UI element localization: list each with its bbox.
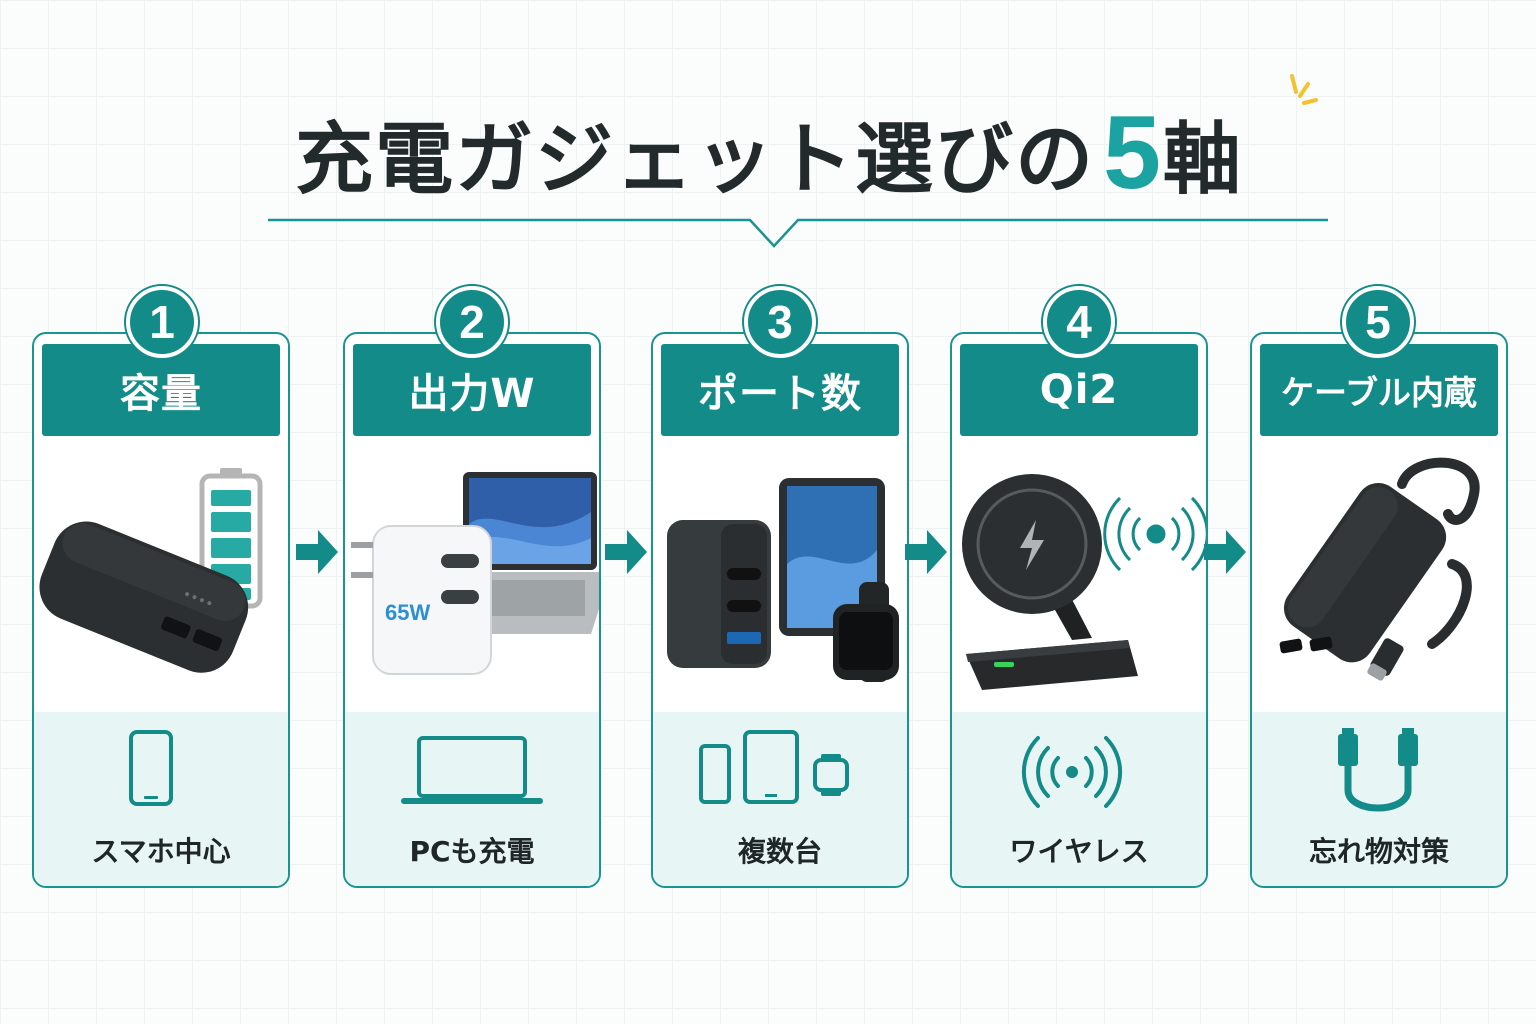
card-footer-label: PCも充電 [409, 835, 535, 868]
card-footer: PCも充電 [345, 712, 599, 886]
card-header: ケーブル内蔵 [1260, 344, 1498, 436]
charger-wattage-label: 65W [385, 600, 430, 625]
card-header: Qi2 [960, 344, 1198, 436]
card-footer: ワイヤレス [952, 712, 1206, 886]
step-badge: 3 [744, 286, 816, 358]
power-bank-icon [39, 468, 263, 673]
wireless-charging-stand-icon [962, 474, 1206, 690]
arrow-right-icon [1204, 530, 1246, 574]
arrow-right-icon [296, 530, 338, 574]
step-badge: 1 [126, 286, 198, 358]
card-footer-label: 忘れ物対策 [1308, 835, 1449, 868]
power-bank-with-cable-icon [1279, 457, 1480, 681]
page-title: 充電ガジェット選びの 5 軸 [0, 98, 1536, 208]
card-header: 出力W [353, 344, 591, 436]
multi-port-charger-icon [667, 478, 899, 682]
cable-icon [1338, 728, 1418, 812]
sparkle-icon [1290, 74, 1318, 105]
card-capacity: 容量 スマホ中心 [32, 332, 290, 888]
wireless-icon [1021, 736, 1123, 808]
card-footer: スマホ中心 [34, 712, 288, 886]
card-port-count: ポート数 複数台 [651, 332, 909, 888]
title-divider [268, 218, 1328, 248]
card-header: ポート数 [661, 344, 899, 436]
title-number: 5 [1103, 95, 1161, 211]
card-footer: 忘れ物対策 [1252, 712, 1506, 886]
card-built-in-cable: ケーブル内蔵 忘れ物対策 [1250, 332, 1508, 888]
card-output-watts: 出力W 65W PCも充電 [343, 332, 601, 888]
title-main: 充電ガジェット選びの [295, 115, 1096, 205]
smartphone-icon [129, 730, 173, 806]
laptop-and-charger-icon: 65W [351, 472, 599, 675]
card-footer-label: スマホ中心 [91, 835, 231, 868]
step-badge: 2 [436, 286, 508, 358]
card-footer-label: ワイヤレス [1009, 835, 1149, 868]
laptop-icon [401, 736, 543, 804]
step-badge: 5 [1342, 286, 1414, 358]
card-footer-label: 複数台 [737, 835, 822, 868]
step-badge: 4 [1043, 286, 1115, 358]
arrow-right-icon [905, 530, 947, 574]
card-qi2: Qi2 ワイ [950, 332, 1208, 888]
card-header: 容量 [42, 344, 280, 436]
arrow-right-icon [605, 530, 647, 574]
multi-device-icon [699, 730, 849, 804]
card-footer: 複数台 [653, 712, 907, 886]
title-suffix: 軸 [1162, 115, 1241, 205]
